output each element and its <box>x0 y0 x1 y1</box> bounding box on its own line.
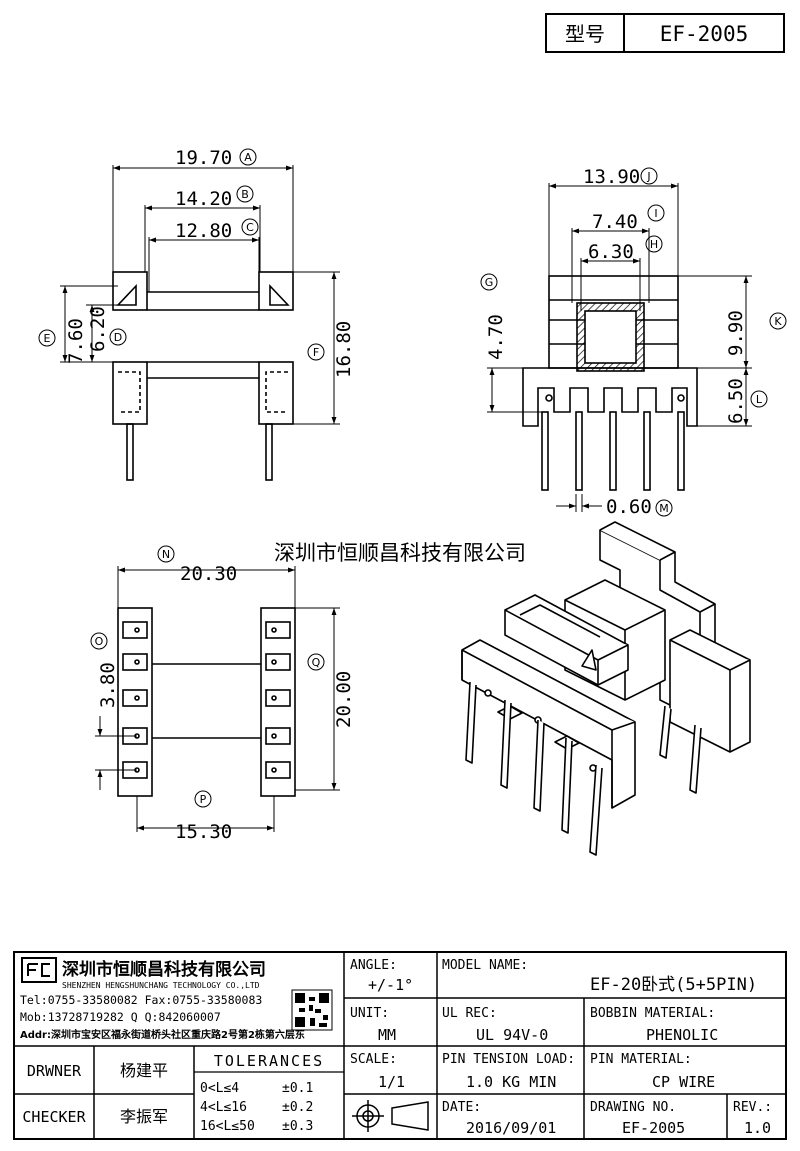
company-tel-fax: Tel:0755-33580082 Fax:0755-33580083 <box>20 993 262 1007</box>
side-view-dims <box>487 183 752 512</box>
dim-k-tag: K <box>774 315 782 328</box>
front-view <box>112 271 294 481</box>
side-view-dim-text: 13.90 J 7.40 I 6.30 H 4.70 G 9.90 K 6.50… <box>480 166 787 518</box>
dim-e-value: 7.60 <box>65 318 87 364</box>
dim-i-tag: I <box>654 207 657 220</box>
pin-material-value: CP WIRE <box>652 1073 715 1091</box>
company-name-cn: 深圳市恒顺昌科技有限公司 <box>62 959 266 980</box>
dim-m-value: 0.60 <box>606 496 652 518</box>
drawing-no-label: DRAWING NO. <box>590 1100 676 1115</box>
dim-d-tag: D <box>114 331 122 344</box>
company-mob-qq: Mob:13728719282 Q Q:842060007 <box>20 1010 221 1024</box>
dim-c-value: 12.80 <box>175 220 232 242</box>
watermark: 深圳市恒顺昌科技有限公司 <box>274 541 526 565</box>
dim-l-value: 6.50 <box>725 378 747 424</box>
unit-label: UNIT: <box>350 1006 389 1021</box>
angle-value: +/-1° <box>368 976 413 994</box>
checker-label: CHECKER <box>22 1108 86 1126</box>
projection-symbol-icon <box>352 1100 429 1132</box>
dim-p-tag: P <box>200 793 207 806</box>
tol-range-3: 16<L≤50 <box>200 1119 255 1134</box>
dim-g-tag: G <box>485 276 494 289</box>
rev-value: 1.0 <box>744 1119 771 1137</box>
bottom-view <box>117 607 296 797</box>
drawner-value: 杨建平 <box>120 1061 168 1080</box>
pin-tension-label: PIN TENSION LOAD: <box>442 1052 575 1067</box>
dim-q-tag: Q <box>312 656 321 669</box>
side-view <box>522 275 698 491</box>
scale-label: SCALE: <box>350 1052 397 1067</box>
dim-g-value: 4.70 <box>485 314 507 360</box>
dim-b-tag: B <box>241 188 249 201</box>
dim-b-value: 14.20 <box>175 188 232 210</box>
dim-k-value: 9.90 <box>725 310 747 356</box>
dim-i-value: 7.40 <box>592 211 638 233</box>
isometric-view <box>461 521 751 856</box>
tol-value-3: ±0.3 <box>282 1119 313 1134</box>
drawing-no-value: EF-2005 <box>622 1119 685 1137</box>
dim-p-value: 15.30 <box>175 821 232 843</box>
company-addr: Addr:深圳市宝安区福永街道桥头社区重庆路2号第2栋第六层东 <box>20 1028 305 1041</box>
rev-label: REV.: <box>733 1100 772 1115</box>
bottom-view-dims <box>95 566 340 832</box>
angle-label: ANGLE: <box>350 958 397 973</box>
dim-j-value: 13.90 <box>583 166 640 188</box>
dim-f-tag: F <box>313 346 319 359</box>
tol-value-2: ±0.2 <box>282 1100 313 1115</box>
title-block <box>13 951 787 1140</box>
company-logo <box>21 957 57 983</box>
dim-h-tag: H <box>650 238 658 251</box>
model-name-value: EF-20卧式(5+5PIN) <box>590 975 757 995</box>
dim-e-tag: E <box>44 332 51 345</box>
dim-a-value: 19.70 <box>175 147 232 169</box>
qr-code-icon <box>291 989 333 1031</box>
scale-value: 1/1 <box>378 1073 405 1091</box>
dim-c-tag: C <box>246 221 254 234</box>
front-view-dim-text: 19.70 A 14.20 B 12.80 C 16.80 F 7.60 E 6… <box>38 147 355 378</box>
dim-l-tag: L <box>756 393 763 406</box>
dim-o-value: 3.80 <box>97 662 119 708</box>
tol-range-1: 0<L≤4 <box>200 1081 239 1096</box>
ul-rec-value: UL 94V-0 <box>476 1026 548 1044</box>
bobbin-material-value: PHENOLIC <box>646 1026 718 1044</box>
date-value: 2016/09/01 <box>466 1119 556 1137</box>
company-name-en: SHENZHEN HENGSHUNCHANG TECHNOLOGY CO.,LT… <box>62 981 260 990</box>
unit-value: MM <box>378 1026 396 1044</box>
tolerances-title: TOLERANCES <box>214 1052 324 1070</box>
model-name-label: MODEL NAME: <box>442 958 528 973</box>
dim-f-value: 16.80 <box>333 321 355 378</box>
model-header-value: EF-2005 <box>660 22 749 46</box>
model-header-label: 型号 <box>565 22 605 46</box>
dim-n-tag: N <box>162 548 170 561</box>
dim-h-value: 6.30 <box>588 241 634 263</box>
date-label: DATE: <box>442 1100 481 1115</box>
front-view-dims <box>60 165 340 425</box>
drawner-label: DRWNER <box>27 1062 82 1080</box>
checker-value: 李振军 <box>120 1107 168 1126</box>
dim-n-value: 20.30 <box>180 563 237 585</box>
tol-value-1: ±0.1 <box>282 1081 313 1096</box>
tol-range-2: 4<L≤16 <box>200 1100 247 1115</box>
bottom-view-dim-text: N 20.30 O 3.80 Q 20.00 P 15.30 <box>90 545 355 843</box>
dim-a-tag: A <box>244 151 252 164</box>
dim-o-tag: O <box>95 635 104 648</box>
dim-j-tag: J <box>646 170 650 183</box>
ul-rec-label: UL REC: <box>442 1006 497 1021</box>
dim-d-value: 6.20 <box>87 306 109 352</box>
dim-q-value: 20.00 <box>333 671 355 728</box>
model-header: 型号 EF-2005 <box>545 13 785 53</box>
dim-m-tag: M <box>659 502 669 515</box>
bobbin-material-label: BOBBIN MATERIAL: <box>590 1006 715 1021</box>
pin-material-label: PIN MATERIAL: <box>590 1052 692 1067</box>
pin-tension-value: 1.0 KG MIN <box>466 1073 556 1091</box>
